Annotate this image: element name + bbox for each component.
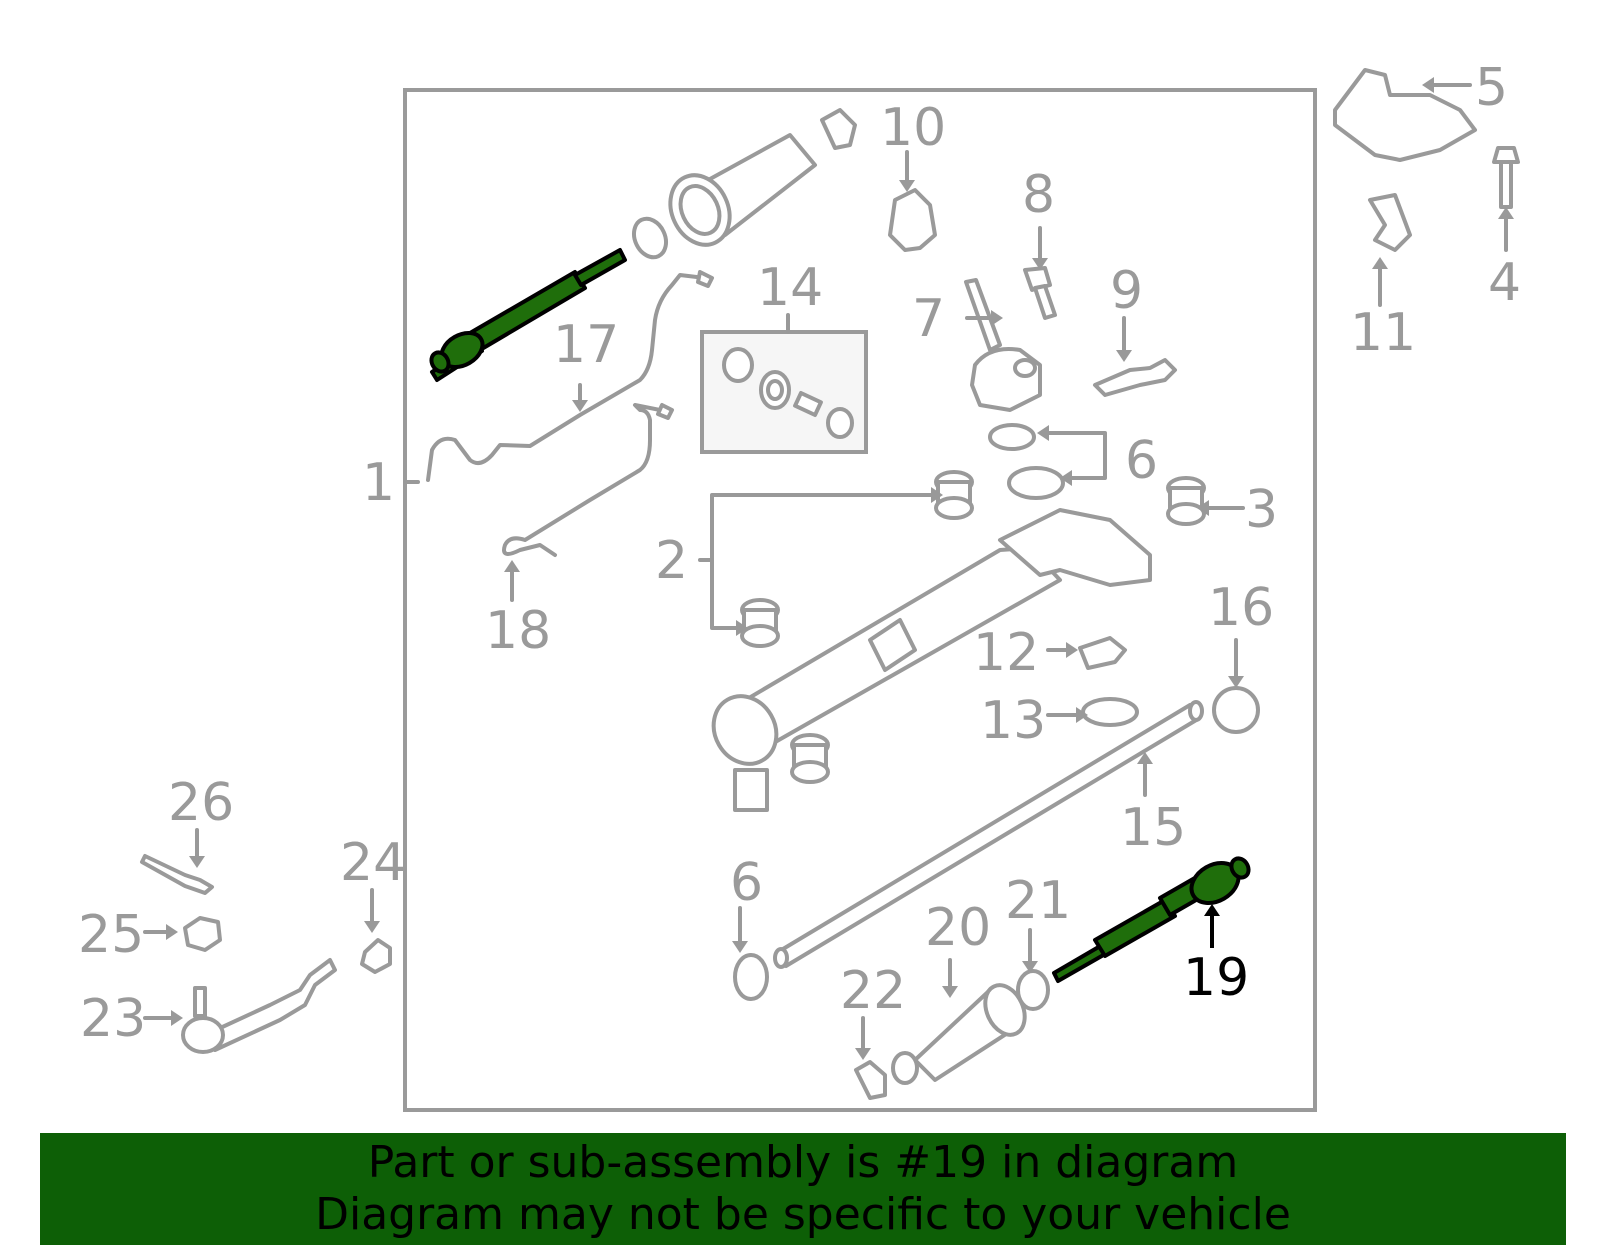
nut-25-illustration [183,916,222,952]
pinion-valve-illustration [964,278,1042,412]
nut-24-illustration [360,938,392,974]
nut-12-illustration [1078,636,1127,670]
bushing-16-illustration [1212,686,1260,734]
callout-14: 14 [757,258,823,318]
callout-24: 24 [340,833,406,893]
callout-1: 1 [362,453,395,513]
callout-21: 21 [1005,871,1071,931]
callout-15: 15 [1120,798,1186,858]
rack-housing-illustration [711,508,1152,812]
washer-6a [988,423,1036,451]
callout-16: 16 [1208,578,1274,638]
callout-8: 8 [1022,165,1055,225]
callout-10: 10 [880,98,946,158]
callout-12: 12 [973,623,1039,683]
seal-kit-parts [722,347,854,439]
callout-3: 3 [1245,480,1278,540]
tie-rod-end-23-illustration [181,958,337,1054]
callout-9: 9 [1110,261,1143,321]
callout-6-upper: 6 [1125,431,1158,491]
mount-10-illustration [888,188,937,252]
callout-labels: 1 2 3 4 5 6 6 7 8 9 10 11 12 13 14 15 16… [78,58,1521,1049]
callout-6-lower: 6 [730,853,763,913]
tie-rod-upper-illustration [429,248,627,382]
callout-7: 7 [912,289,945,349]
callout-19: 19 [1183,948,1249,1008]
callout-13: 13 [980,691,1046,751]
bracket-5-illustration [1333,68,1477,162]
bushing-parts [740,470,1206,784]
callout-17: 17 [553,315,619,375]
washer-6c [733,953,769,1001]
assembly-frame [403,88,1317,1112]
banner-line-2: Diagram may not be specific to your vehi… [315,1189,1291,1240]
sensor-9-illustration [1093,358,1177,397]
callout-20: 20 [925,898,991,958]
callout-26: 26 [168,773,234,833]
callout-11: 11 [1350,303,1416,363]
arrowheads [166,77,1514,1060]
callout-2: 2 [655,531,688,591]
boot-upper-illustration [631,108,857,260]
info-banner: Part or sub-assembly is #19 in diagram D… [40,1133,1566,1245]
callout-25: 25 [78,905,144,965]
callout-5: 5 [1475,58,1508,118]
bolt-8-illustration [1023,266,1057,320]
banner-line-1: Part or sub-assembly is #19 in diagram [367,1137,1239,1188]
clip-26-illustration [140,854,214,895]
callout-4: 4 [1488,253,1521,313]
leader-lines [143,83,1508,1054]
tie-rod-19-illustration [1052,856,1251,983]
boot-lower-illustration [854,969,1050,1100]
hose-18-line [502,403,662,557]
callout-23: 23 [80,989,146,1049]
callout-18: 18 [485,601,551,661]
bracket-11-illustration [1368,193,1412,252]
hose-17-line [426,273,707,482]
washer-6b [1007,466,1065,500]
cap-13-illustration [1081,697,1139,727]
callout-22: 22 [840,961,906,1021]
bolt-4-illustration [1492,146,1520,209]
